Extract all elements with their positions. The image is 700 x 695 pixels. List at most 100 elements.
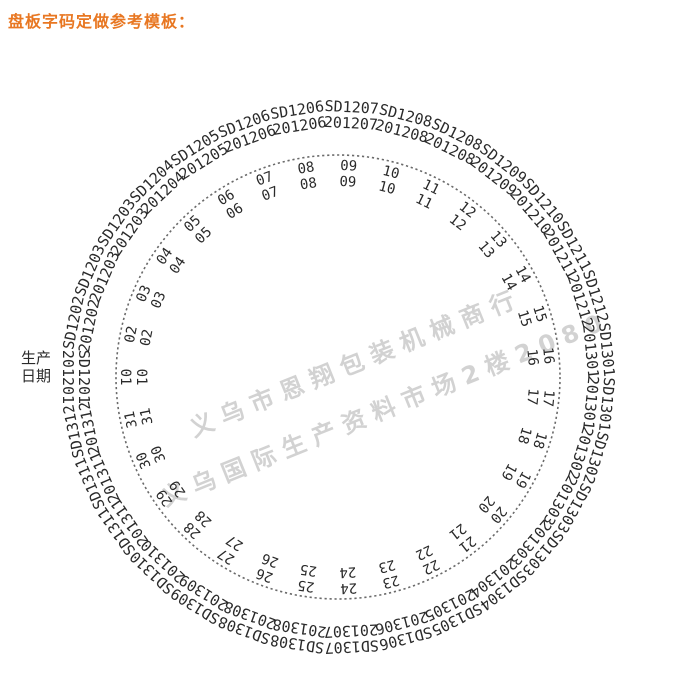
slot-number-pair: 1212: [446, 199, 479, 235]
slot-code-date: 201301: [579, 375, 602, 431]
slot-code-date: 201207: [323, 113, 378, 134]
slot-code-date: 201201: [59, 350, 77, 404]
slot-number: 22: [420, 556, 442, 578]
page-title: 盘板字码定做参考模板：: [8, 12, 196, 31]
slot-number: 24: [339, 563, 357, 580]
slot-number: 25: [296, 576, 315, 594]
slot-number: 11: [420, 177, 442, 199]
slot-number: 01: [117, 369, 133, 386]
slot-number: 10: [381, 163, 401, 183]
slot-number: 03: [133, 283, 154, 305]
slot-number: 26: [260, 549, 281, 570]
slot-number: 19: [497, 460, 519, 483]
date-prefix: 生产 日期: [21, 349, 51, 385]
slot-number: 11: [413, 191, 435, 213]
slot-number: 22: [413, 541, 435, 563]
slot-number: 29: [167, 477, 190, 500]
date-prefix-top: 生产: [21, 349, 51, 367]
slot-number: 31: [122, 410, 141, 430]
slot-number: 01: [133, 369, 149, 386]
date-prefix-bottom: 日期: [21, 367, 51, 385]
slot-number: 18: [529, 430, 549, 451]
slot-number: 08: [299, 175, 318, 193]
slot-number: 09: [339, 174, 357, 191]
slot-number: 16: [523, 348, 541, 366]
slot-number: 07: [260, 184, 281, 205]
slot-number: 02: [137, 328, 156, 348]
slot-number: 06: [223, 200, 246, 222]
slot-number: 08: [296, 159, 315, 177]
slot-number: 25: [299, 561, 318, 579]
slot-number: 18: [514, 425, 534, 446]
slot-number: 15: [529, 303, 549, 324]
slot-number: 14: [497, 271, 519, 294]
slot-number: 19: [511, 468, 533, 491]
slot-number: 16: [539, 346, 557, 364]
slot-number: 03: [148, 289, 169, 311]
slot-number: 15: [514, 308, 534, 329]
slot-number: 27: [223, 531, 246, 553]
slot-code-sd: SD1301: [595, 322, 618, 378]
slot-number: 04: [153, 245, 176, 268]
slot-code-date: 201301: [579, 323, 602, 379]
slot-number: 23: [377, 556, 397, 576]
slot-number: 30: [133, 449, 154, 471]
slot-number: 31: [137, 406, 156, 426]
slot-number: 17: [539, 389, 557, 407]
slot-number: 24: [340, 579, 358, 596]
slot-number: 17: [523, 387, 541, 405]
slot-code-sd: SD1201: [75, 350, 93, 404]
slot-code-sd: SD1207: [324, 97, 379, 118]
slot-number: 23: [381, 571, 401, 591]
slot-number: 27: [215, 545, 238, 567]
